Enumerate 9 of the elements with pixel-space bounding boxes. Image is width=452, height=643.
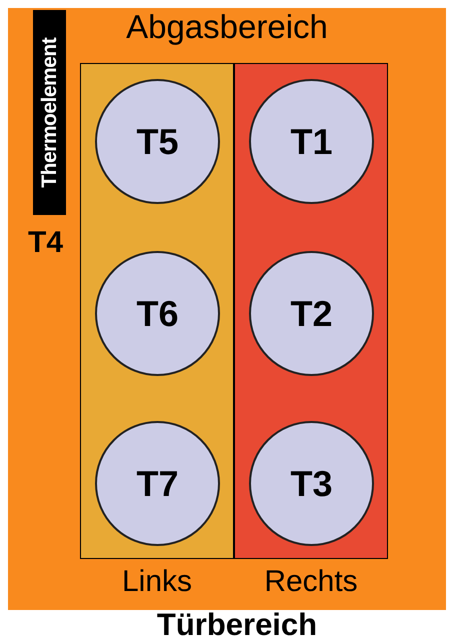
zone-title: Türbereich [156, 609, 318, 640]
zone-column [80, 63, 234, 559]
column-label: Rechts [263, 567, 359, 597]
zone-title: Abgasbereich [126, 10, 328, 43]
zone-column [234, 63, 388, 559]
zone-area [8, 8, 446, 610]
thermocouple-bar: Thermoelement [33, 10, 66, 215]
column-label: Links [120, 567, 194, 597]
sensor-label: T4 [28, 228, 64, 258]
